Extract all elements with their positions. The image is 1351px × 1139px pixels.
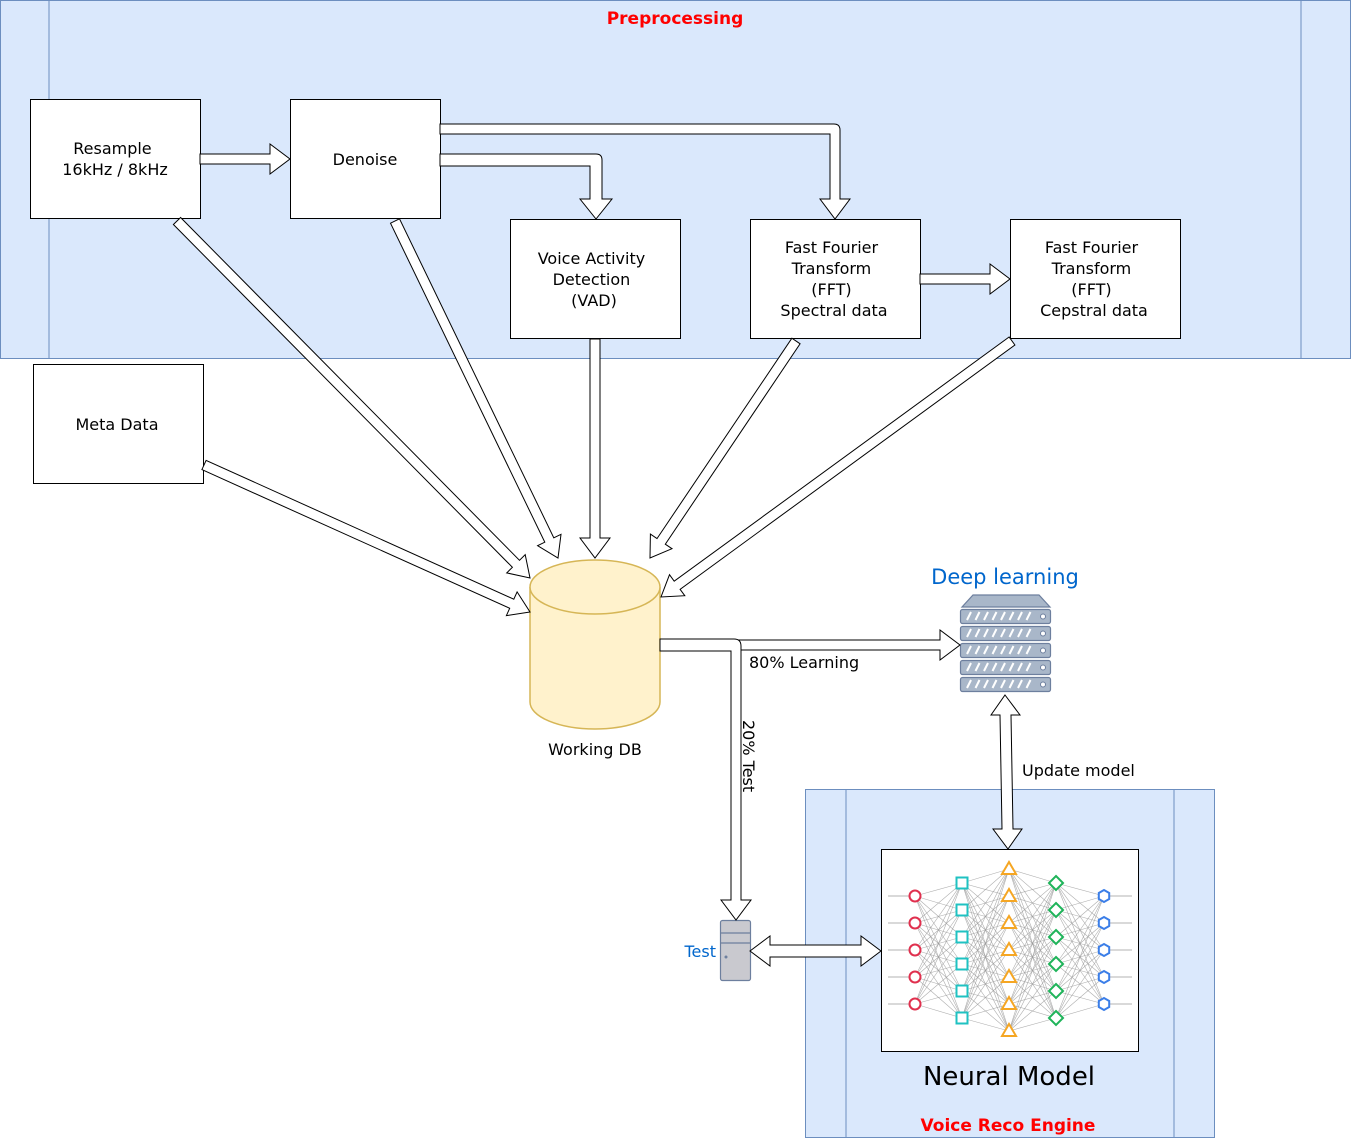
denoise-label: Denoise: [333, 150, 398, 169]
deep-learning-label: Deep learning: [931, 565, 1079, 589]
deep-learning-server-icon[interactable]: Deep learning: [931, 565, 1079, 693]
vad-label: Voice Activity Detection (VAD): [538, 249, 651, 310]
arrow-resample-to-denoise: [199, 143, 291, 175]
fft-spectral-label: Fast Fourier Transform (FFT) Spectral da…: [780, 238, 887, 320]
edge-label-learning: 80% Learning: [749, 653, 859, 672]
nn-node: [955, 957, 969, 971]
test-server-icon[interactable]: Test: [683, 919, 752, 982]
nn-node: [1097, 969, 1111, 985]
resample-label: Resample 16kHz / 8kHz: [62, 139, 168, 179]
fft-cepstral-label: Fast Fourier Transform (FFT) Cepstral da…: [1040, 238, 1148, 320]
rack-unit: [959, 659, 1052, 676]
arrow-update-model: [990, 694, 1023, 850]
rack-unit: [959, 642, 1052, 659]
fft-cepstral-box[interactable]: Fast Fourier Transform (FFT) Cepstral da…: [1010, 219, 1181, 339]
nn-connections: [888, 868, 1132, 1032]
working-db-cylinder[interactable]: Working DB: [529, 559, 661, 759]
nn-node: [1047, 1009, 1065, 1027]
rack-unit: [959, 608, 1052, 625]
nn-node: [1000, 941, 1018, 956]
nn-node: [908, 997, 922, 1011]
edge-label-update: Update model: [1022, 761, 1135, 780]
nn-node: [1097, 942, 1111, 958]
nn-node: [1000, 1022, 1018, 1037]
preprocessing-title: Preprocessing: [607, 9, 744, 29]
test-label: Test: [683, 942, 716, 961]
neural-model-box[interactable]: Neural Model: [881, 849, 1139, 1093]
voice-reco-engine-title: Voice Reco Engine: [921, 1116, 1096, 1136]
nn-node: [908, 943, 922, 957]
fft-spectral-box[interactable]: Fast Fourier Transform (FFT) Spectral da…: [750, 219, 921, 339]
nn-node: [908, 970, 922, 984]
nn-node: [1097, 996, 1111, 1012]
arrow-vad-to-working-db: [579, 338, 611, 559]
nn-node: [1097, 888, 1111, 904]
nn-node: [955, 903, 969, 917]
nn-node: [1000, 887, 1018, 902]
nn-node: [1047, 928, 1065, 946]
neural-network-graphic: [888, 860, 1132, 1037]
arrow-fft-cepstral-to-working-db: [660, 336, 1016, 598]
nn-node: [1000, 968, 1018, 983]
vad-box[interactable]: Voice Activity Detection (VAD): [510, 219, 681, 339]
arrow-denoise-to-fft-spectral: [439, 123, 851, 220]
nn-node: [1047, 982, 1065, 1000]
arrows: [172, 123, 1023, 967]
arrow-fft-spectral-to-working-db: [649, 337, 801, 559]
nn-node: [908, 889, 922, 903]
arrow-fft-spectral-to-fft-cepstral: [919, 263, 1011, 295]
rack-unit: [959, 625, 1052, 642]
arrow-denoise-to-vad: [439, 153, 614, 220]
nn-node: [908, 916, 922, 930]
nn-node: [955, 1011, 969, 1025]
arrow-test-to-neural-model: [749, 935, 882, 967]
nn-nodes: [908, 860, 1111, 1037]
resample-box[interactable]: Resample 16kHz / 8kHz: [30, 99, 201, 219]
nn-node: [1000, 995, 1018, 1010]
nn-node: [955, 984, 969, 998]
edge-label-test: 20% Test: [739, 720, 758, 792]
nn-node: [1000, 914, 1018, 929]
nn-node: [1000, 860, 1018, 875]
neural-model-label: Neural Model: [923, 1062, 1095, 1092]
working-db-label: Working DB: [548, 740, 642, 759]
arrow-db-to-test: [659, 638, 752, 921]
nn-node: [955, 876, 969, 890]
meta-data-box[interactable]: Meta Data: [33, 364, 204, 484]
nn-node: [955, 930, 969, 944]
arrow-denoise-to-working-db: [389, 218, 562, 559]
denoise-box[interactable]: Denoise: [290, 99, 441, 219]
nn-node: [1047, 955, 1065, 973]
nn-node: [1047, 901, 1065, 919]
nn-node: [1097, 915, 1111, 931]
meta-data-label: Meta Data: [75, 415, 158, 434]
rack-unit: [959, 676, 1052, 693]
server-rack-units: [959, 608, 1052, 693]
nn-node: [1047, 874, 1065, 892]
arrow-meta-data-to-working-db: [201, 459, 531, 617]
arrow-resample-to-working-db: [172, 216, 531, 579]
